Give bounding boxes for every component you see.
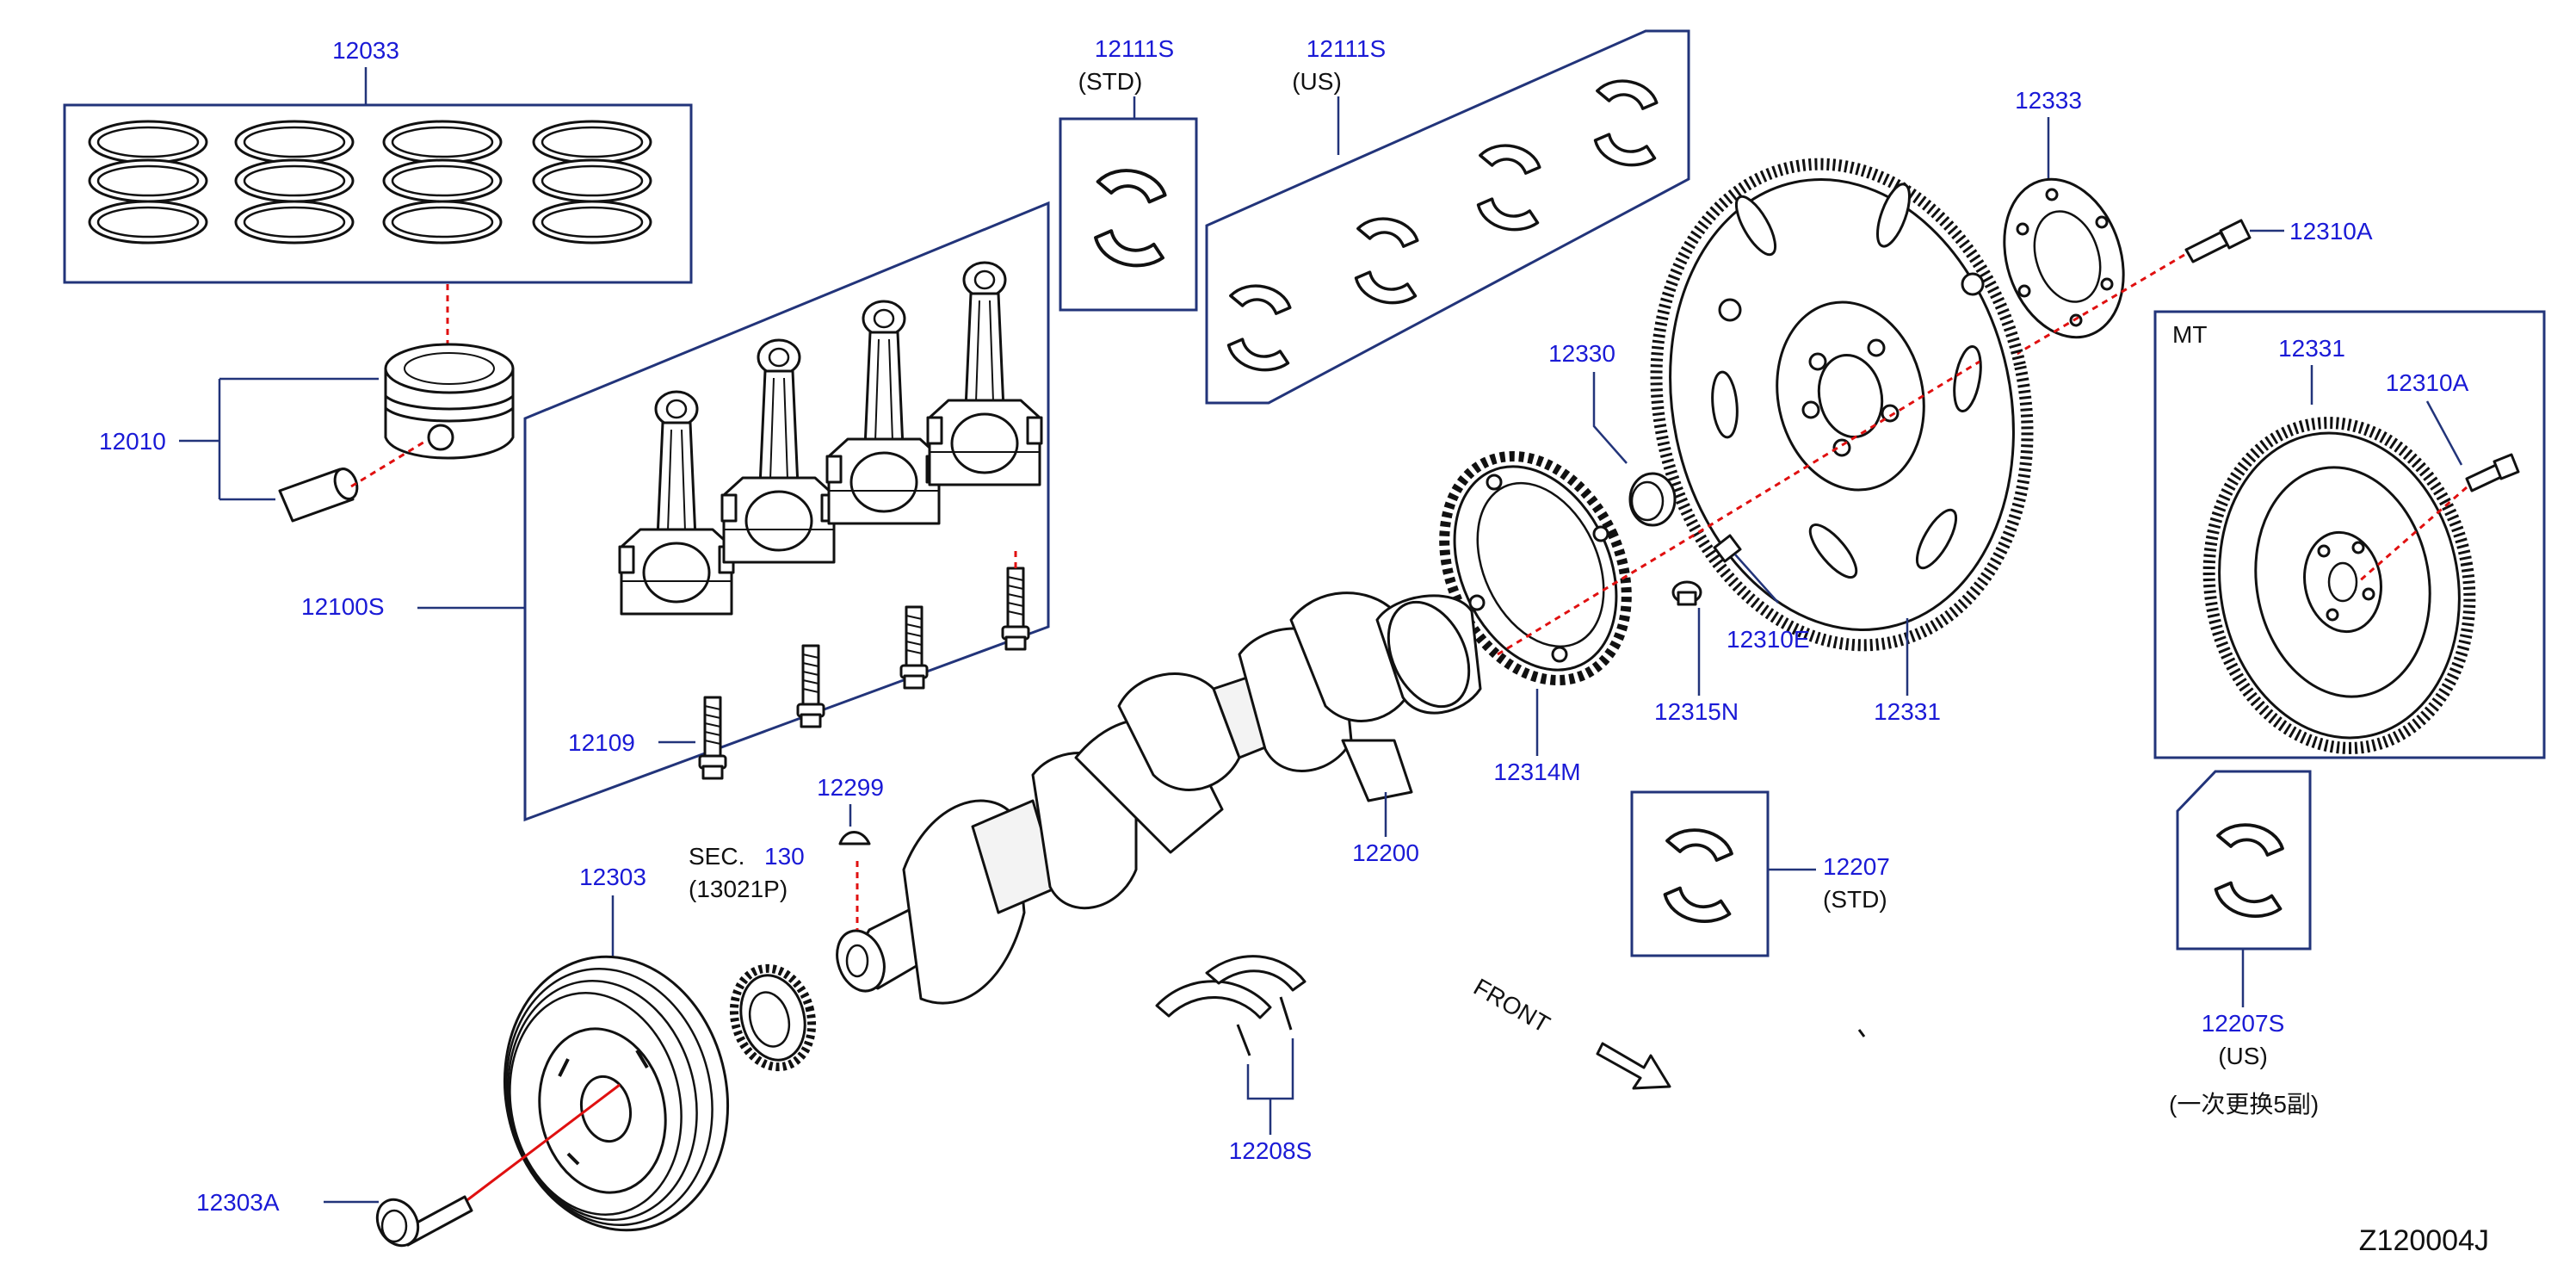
conrod-bearing-std-frame xyxy=(1630,790,1770,957)
front-label: FRONT xyxy=(1469,973,1554,1037)
flywheel-bolt-1 xyxy=(2184,219,2252,263)
main-bearing-us-set xyxy=(1226,79,1659,372)
label-us-2: (US) xyxy=(2218,1043,2268,1069)
label-12331-mt[interactable]: 12331 xyxy=(2278,335,2345,362)
connecting-rod-4 xyxy=(926,261,1043,486)
label-12303[interactable]: 12303 xyxy=(579,864,646,890)
crank-sprocket xyxy=(729,963,817,1072)
connecting-rod-bolts xyxy=(698,567,1030,780)
connecting-rod-frame xyxy=(523,201,1050,822)
label-12033[interactable]: 12033 xyxy=(332,37,399,64)
connecting-rod-1 xyxy=(618,390,735,616)
label-12010[interactable]: 12010 xyxy=(99,428,166,455)
label-12310E[interactable]: 12310E xyxy=(1727,626,1810,653)
conrod-bearing-us xyxy=(2214,823,2284,918)
label-12331[interactable]: 12331 xyxy=(1874,698,1941,725)
label-mt: MT xyxy=(2172,321,2207,348)
label-12207S[interactable]: 12207S xyxy=(2202,1010,2285,1037)
pilot-bushing xyxy=(1628,472,1677,527)
dowel-bolt xyxy=(1671,580,1702,606)
label-12200[interactable]: 12200 xyxy=(1352,839,1419,866)
piston-ring-set xyxy=(88,120,652,245)
piston-pin xyxy=(278,468,359,523)
main-bearing-us-frame xyxy=(1205,29,1690,405)
woodruff-key xyxy=(838,831,871,845)
piston xyxy=(384,343,515,460)
conrod-bearing-std xyxy=(1663,828,1733,923)
flywheel-mt xyxy=(2202,417,2476,754)
front-arrow-icon xyxy=(1596,1042,1671,1090)
label-sec-130[interactable]: 130 xyxy=(764,843,805,870)
manual-transmission-frame xyxy=(2153,310,2546,759)
label-12109[interactable]: 12109 xyxy=(568,729,635,756)
label-12310A-2[interactable]: 12310A xyxy=(2386,369,2469,396)
label-12303A[interactable]: 12303A xyxy=(196,1189,280,1216)
signal-plate xyxy=(1439,450,1632,686)
dowel-pin xyxy=(1713,534,1742,563)
label-12111S-us[interactable]: 12111S xyxy=(1307,35,1386,62)
thrust-washers xyxy=(1155,955,1307,1056)
replacement-note: (一次更换5副) xyxy=(2169,1091,2319,1118)
drive-plate xyxy=(1650,158,2034,652)
label-us-1: (US) xyxy=(1292,68,1342,95)
label-12299[interactable]: 12299 xyxy=(817,774,884,801)
label-12207[interactable]: 12207 xyxy=(1823,853,1890,880)
label-12330[interactable]: 12330 xyxy=(1548,340,1615,367)
pulley-bolt xyxy=(375,1195,473,1248)
crankshaft xyxy=(836,591,1482,1005)
label-12100S[interactable]: 12100S xyxy=(301,593,385,620)
label-12111S-std[interactable]: 12111S xyxy=(1095,35,1174,62)
label-12333[interactable]: 12333 xyxy=(2015,87,2082,114)
label-12314M[interactable]: 12314M xyxy=(1493,759,1580,785)
conrod-bearing-us-frame xyxy=(2176,770,2312,951)
piston-ring-set-frame xyxy=(63,103,693,284)
label-std-1: (STD) xyxy=(1078,68,1143,95)
label-12208S[interactable]: 12208S xyxy=(1229,1137,1313,1164)
reinforcement-plate xyxy=(2003,177,2125,339)
label-std-2: (STD) xyxy=(1823,886,1887,913)
label-12310A-1[interactable]: 12310A xyxy=(2289,218,2373,245)
label-13021P: (13021P) xyxy=(689,876,788,902)
main-bearing-std xyxy=(1094,169,1167,268)
connecting-rod-3 xyxy=(825,300,942,525)
diagram-code: Z120004J xyxy=(2359,1224,2489,1257)
crank-pulley xyxy=(503,955,730,1232)
connecting-rod-2 xyxy=(720,338,837,564)
label-12315N[interactable]: 12315N xyxy=(1654,698,1739,725)
main-bearing-std-frame xyxy=(1059,117,1198,312)
flywheel-bolt-2 xyxy=(2465,453,2520,492)
label-sec: SEC. xyxy=(689,843,744,870)
